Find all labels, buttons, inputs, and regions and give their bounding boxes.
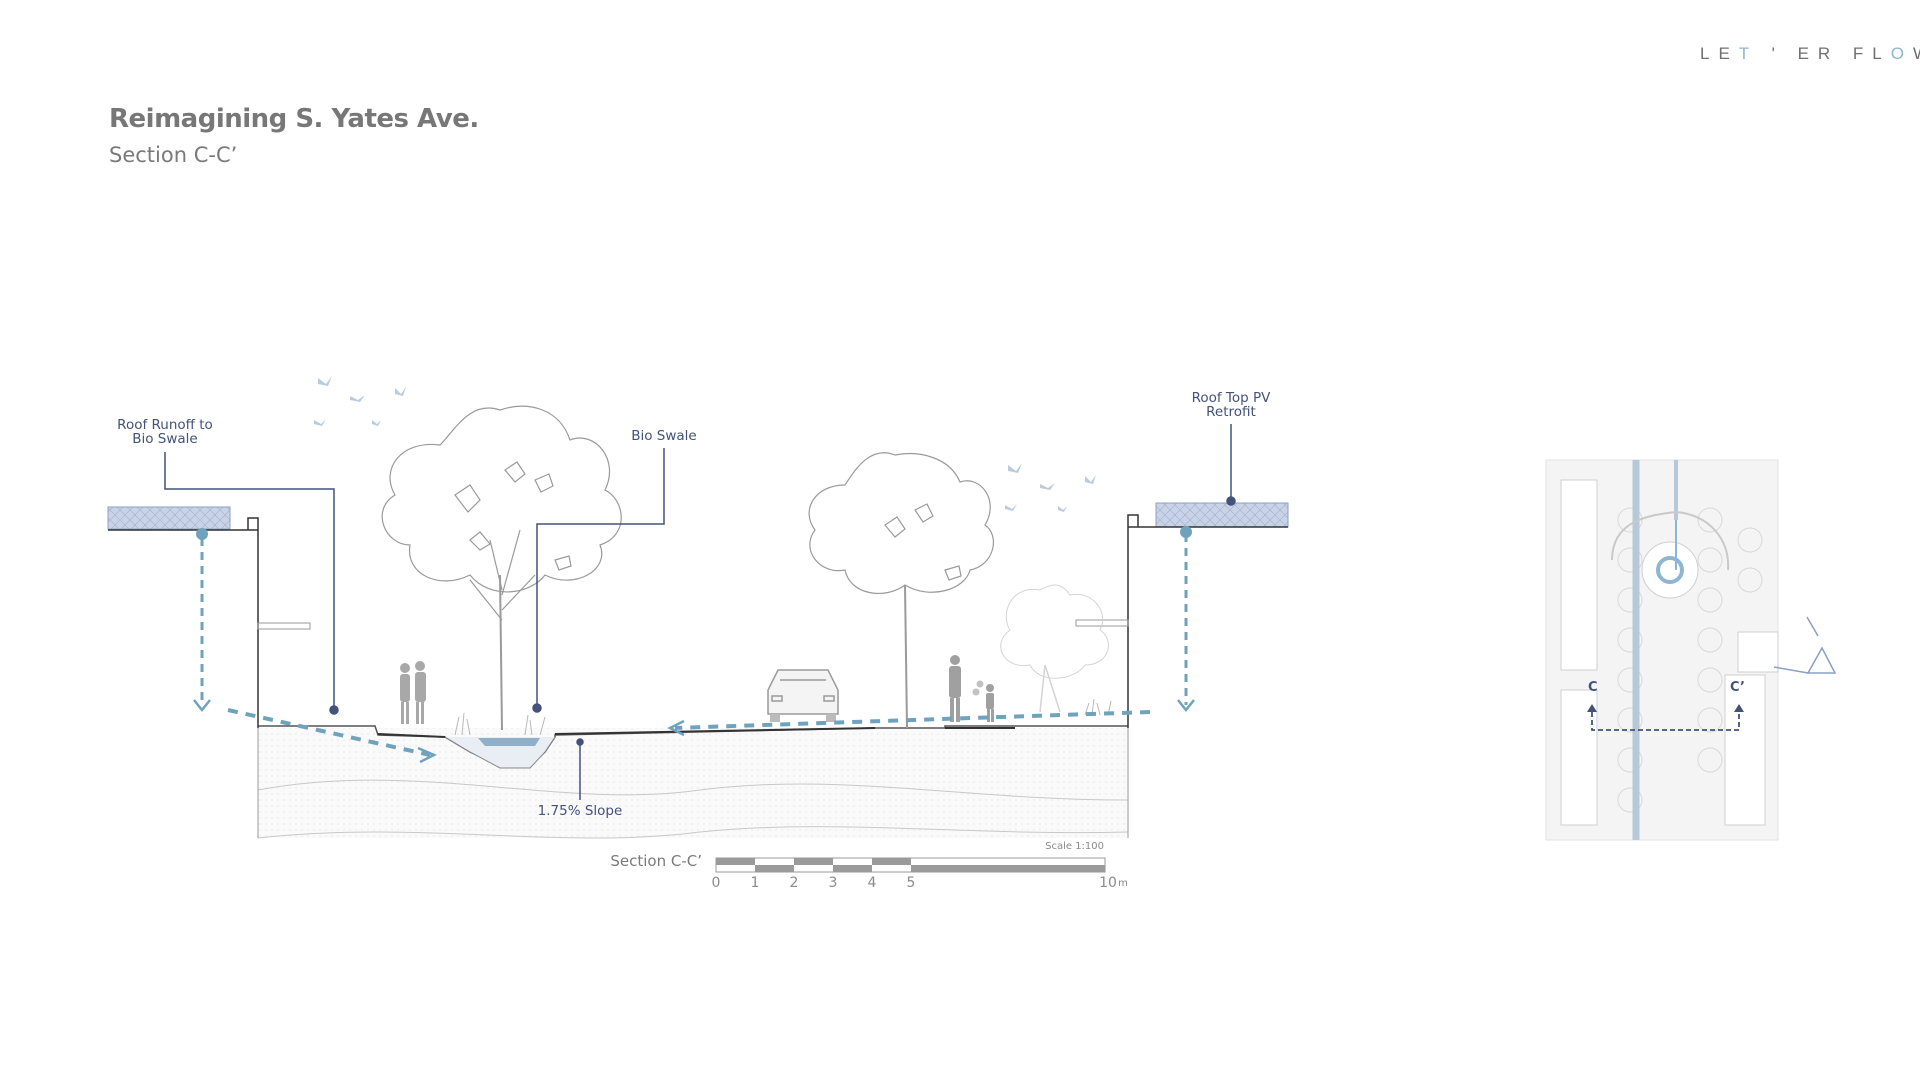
callout-roof-pv: Roof Top PV xyxy=(1192,390,1272,406)
key-plan: C C’ xyxy=(1545,459,1779,841)
callout-roof-runoff: Roof Runoff to xyxy=(117,417,213,433)
brand-accent: O xyxy=(1890,44,1913,63)
car xyxy=(767,669,839,722)
callout-bio-swale: Bio Swale xyxy=(631,428,697,444)
scale-tick: 1 xyxy=(751,875,760,891)
people-right xyxy=(949,655,994,722)
brand-logo: LET ' ER FLOW xyxy=(1700,44,1920,64)
scale-tick: 4 xyxy=(868,875,877,891)
scale-tick: 2 xyxy=(790,875,799,891)
scale-unit: m xyxy=(1118,878,1128,889)
building-left xyxy=(107,506,311,728)
callout-roof-runoff: Bio Swale xyxy=(132,431,198,447)
scale-tick: 0 xyxy=(712,875,721,891)
brand-part: LE xyxy=(1700,44,1739,63)
birds xyxy=(314,376,1096,512)
key-marker-c-prime: C’ xyxy=(1730,680,1745,695)
people-left xyxy=(400,661,426,724)
page-subtitle: Section C-C’ xyxy=(109,143,238,167)
scale-tick: 3 xyxy=(829,875,838,891)
ground-planting xyxy=(454,698,1112,736)
tree-right xyxy=(808,452,994,729)
page-title: Reimagining S. Yates Ave. xyxy=(109,104,479,134)
brand-accent: T xyxy=(1738,44,1758,63)
tree-faded xyxy=(1000,584,1109,713)
scale-bar-label: Section C-C’ xyxy=(610,852,702,870)
brand-part: ' ER FL xyxy=(1757,44,1891,63)
scale-note: Scale 1:100 xyxy=(1045,841,1104,852)
key-marker-c: C xyxy=(1588,680,1598,695)
building-right xyxy=(1075,502,1289,728)
callout-leaders xyxy=(164,424,1236,800)
north-arrow-icon xyxy=(1773,616,1837,674)
brand-part: W xyxy=(1913,44,1920,63)
tree-left xyxy=(381,405,622,731)
scale-tick: 10 xyxy=(1099,875,1117,891)
callout-slope: 1.75% Slope xyxy=(538,803,623,819)
scale-tick: 5 xyxy=(907,875,916,891)
callout-roof-pv: Retrofit xyxy=(1206,404,1256,420)
ground-section xyxy=(257,725,1129,839)
water-flow xyxy=(193,526,1195,764)
scale-bar: Section C-C’ 0 1 2 3 4 5 10 m xyxy=(610,852,1128,891)
